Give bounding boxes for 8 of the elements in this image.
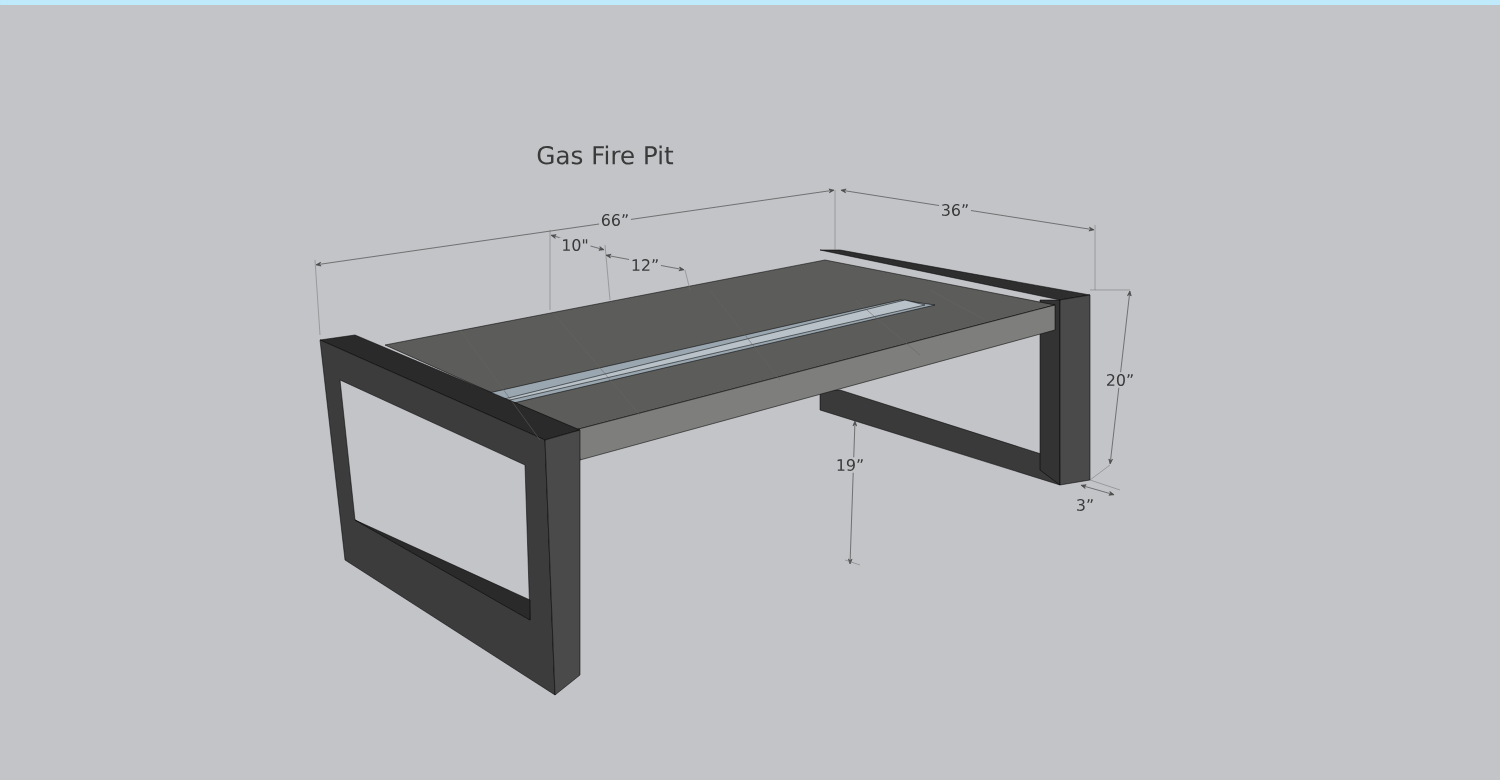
dimension-label: 12” [629, 257, 661, 273]
dimension-label: 20” [1104, 372, 1136, 388]
dimension-label: 19” [834, 457, 866, 473]
dimension-label: 66” [599, 212, 631, 228]
dimension-label: 36” [939, 202, 971, 218]
dimension-label: 3” [1074, 497, 1096, 513]
title: Gas Fire Pit [537, 145, 674, 165]
dimension-label: 10" [559, 237, 591, 253]
